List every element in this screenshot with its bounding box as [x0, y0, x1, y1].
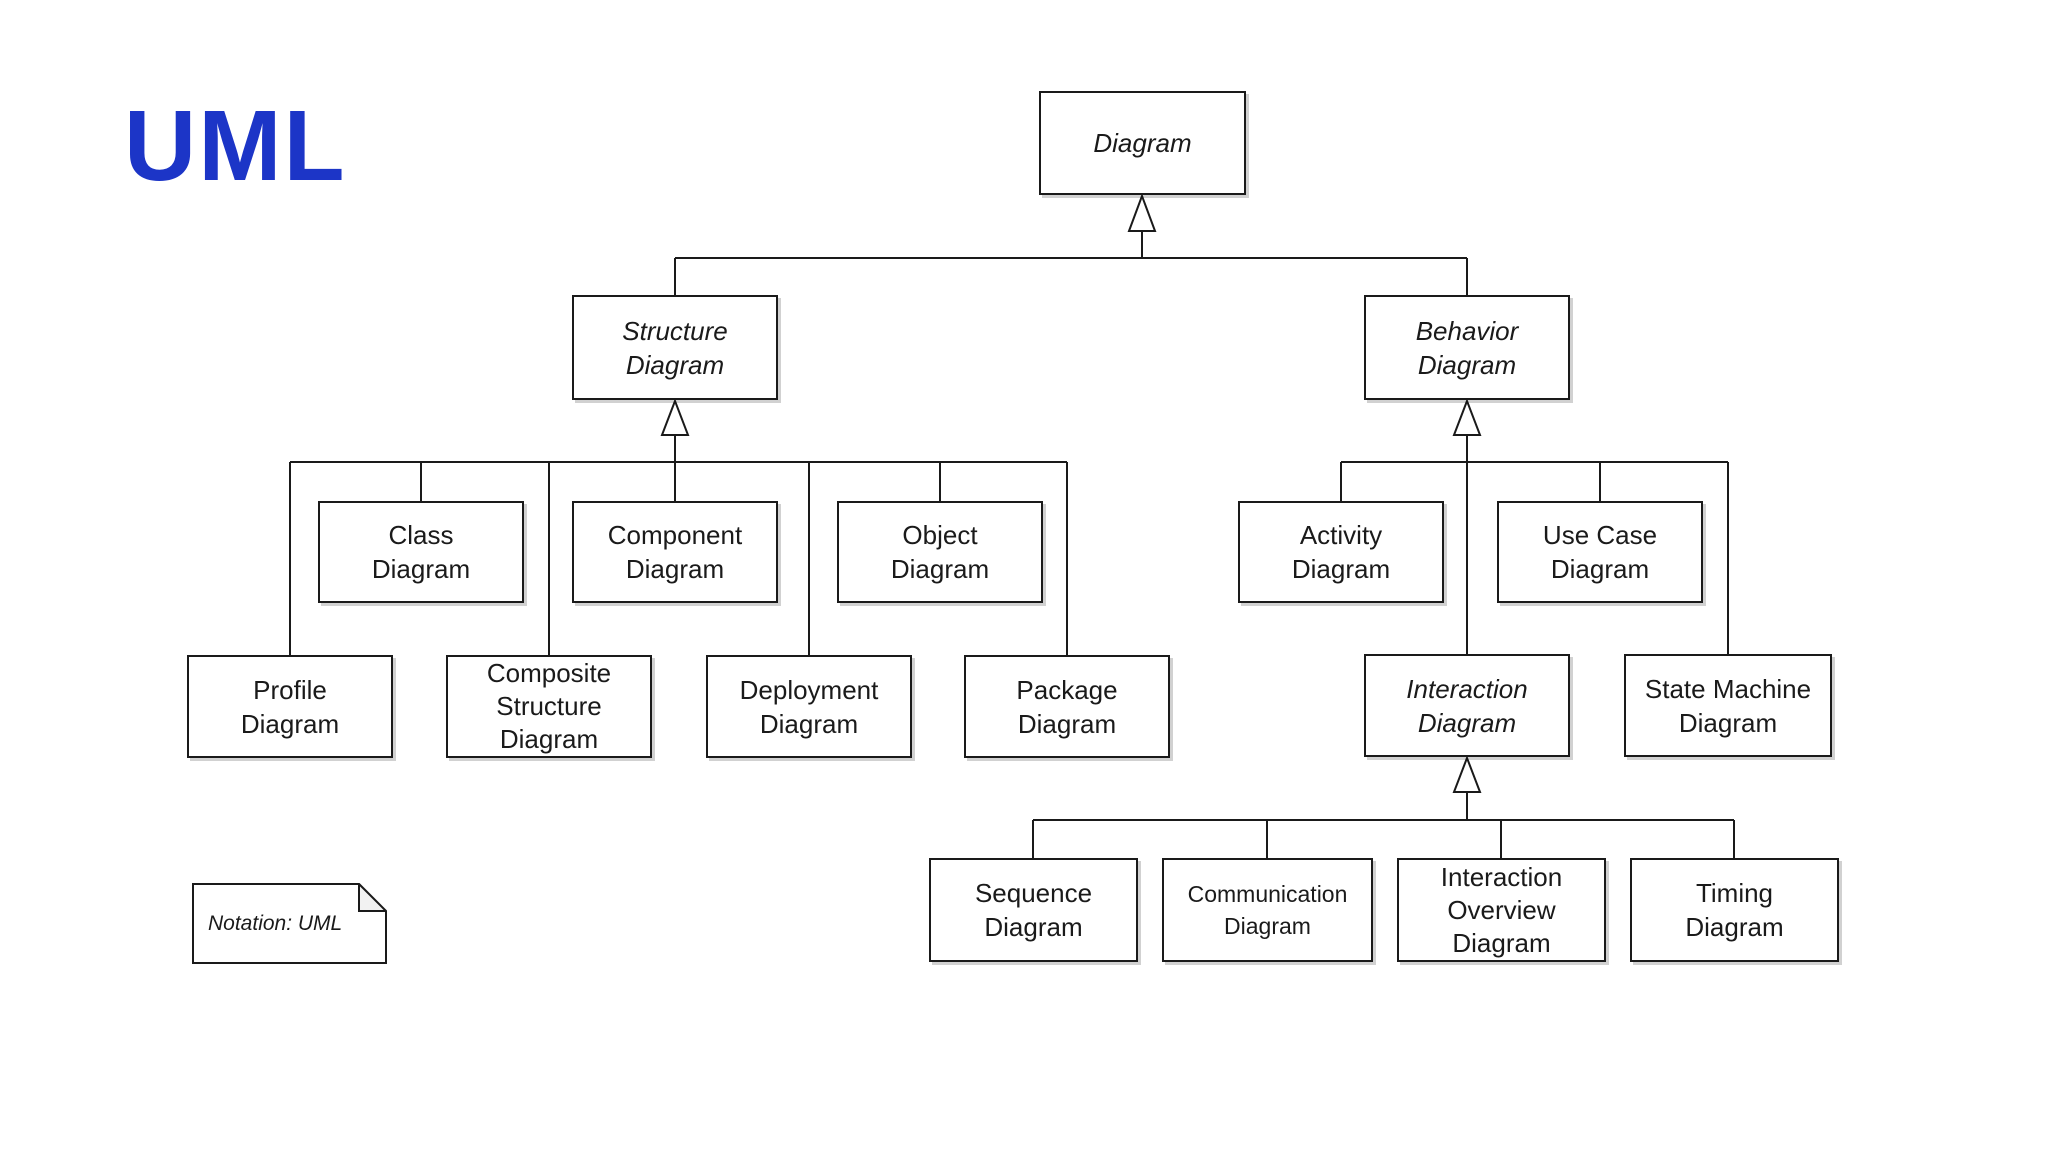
note-shape — [192, 883, 387, 964]
node-diagram: Diagram — [1039, 91, 1246, 195]
node-communication-diagram: Communication Diagram — [1162, 858, 1373, 962]
node-behavior-diagram: Behavior Diagram — [1364, 295, 1570, 400]
inheritance-arrow-behavior — [1452, 398, 1482, 462]
page-title: UML — [124, 90, 347, 202]
node-composite-structure-diagram: Composite Structure Diagram — [446, 655, 652, 758]
inheritance-triangle-icon — [1452, 755, 1482, 793]
node-activity-diagram: Activity Diagram — [1238, 501, 1444, 603]
node-structure-diagram: Structure Diagram — [572, 295, 778, 400]
inheritance-triangle-icon — [1127, 193, 1157, 232]
node-state-machine-diagram: State Machine Diagram — [1624, 654, 1832, 757]
node-timing-diagram: Timing Diagram — [1630, 858, 1839, 962]
node-class-diagram: Class Diagram — [318, 501, 524, 603]
inheritance-triangle-icon — [1452, 398, 1482, 436]
node-interaction-diagram: Interaction Diagram — [1364, 654, 1570, 757]
inheritance-triangle-icon — [660, 398, 690, 436]
inheritance-arrow-interaction — [1452, 755, 1482, 820]
node-profile-diagram: Profile Diagram — [187, 655, 393, 758]
node-interaction-overview-diagram: Interaction Overview Diagram — [1397, 858, 1606, 962]
node-use-case-diagram: Use Case Diagram — [1497, 501, 1703, 603]
inheritance-arrow-structure — [660, 398, 690, 462]
inheritance-arrow-diagram — [1127, 193, 1157, 258]
node-sequence-diagram: Sequence Diagram — [929, 858, 1138, 962]
node-object-diagram: Object Diagram — [837, 501, 1043, 603]
folded-corner-icon — [358, 883, 387, 912]
node-component-diagram: Component Diagram — [572, 501, 778, 603]
node-package-diagram: Package Diagram — [964, 655, 1170, 758]
node-deployment-diagram: Deployment Diagram — [706, 655, 912, 758]
notation-note: Notation: UML — [192, 883, 387, 964]
note-label: Notation: UML — [208, 911, 343, 935]
